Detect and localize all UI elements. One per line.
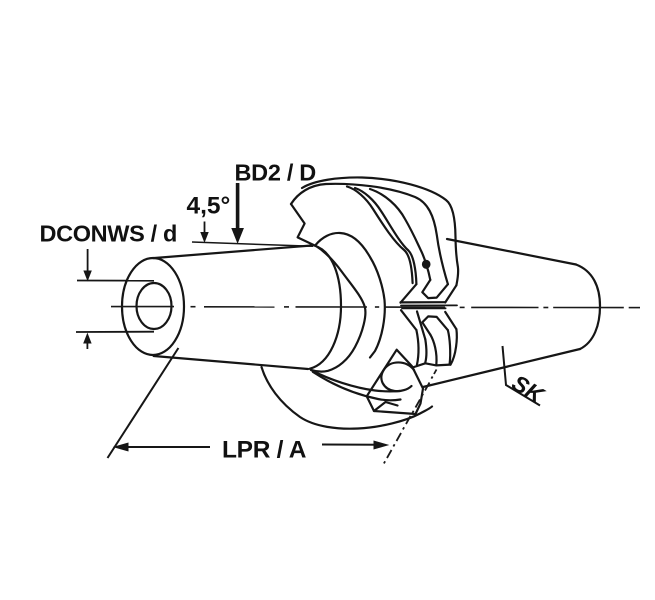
svg-text:4,5°: 4,5° (187, 193, 231, 220)
svg-text:LPR / A: LPR / A (222, 437, 307, 464)
svg-text:DCONWS / d: DCONWS / d (40, 220, 178, 246)
svg-text:BD2 / D: BD2 / D (235, 160, 316, 186)
